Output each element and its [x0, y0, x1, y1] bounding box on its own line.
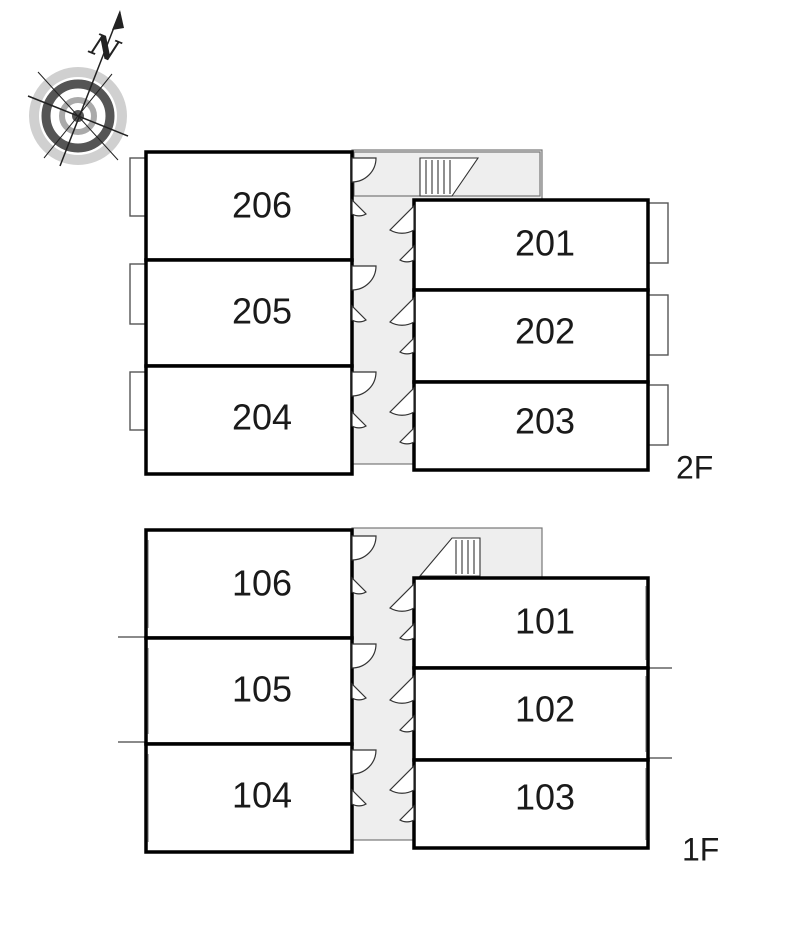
unit-205: 205: [144, 258, 354, 368]
balcony: [647, 202, 669, 264]
unit-number: 101: [515, 601, 575, 642]
balcony: [647, 294, 669, 356]
unit-number: 204: [232, 397, 292, 438]
door-icon: [389, 582, 415, 823]
unit-103: 103: [412, 758, 650, 850]
unit-104: 104: [144, 742, 354, 854]
unit-105: 105: [144, 636, 354, 746]
stairs-1f: [418, 537, 481, 577]
unit-202: 202: [412, 288, 650, 384]
floor-label-2f: 2F: [676, 449, 713, 485]
unit-number: 206: [232, 185, 292, 226]
floor-1f: 106 105 104 101 102 103: [118, 527, 719, 867]
balcony: [647, 384, 669, 446]
balcony: [129, 157, 147, 217]
unit-106: 106: [144, 528, 354, 640]
unit-201: 201: [412, 198, 650, 292]
unit-number: 202: [515, 311, 575, 352]
unit-number: 102: [515, 689, 575, 730]
unit-number: 105: [232, 669, 292, 710]
door-icon: [351, 157, 377, 429]
unit-102: 102: [412, 666, 650, 762]
floor-2f: 206 205 204 201 202 203: [129, 149, 713, 485]
door-icon: [389, 204, 415, 445]
balcony: [129, 263, 147, 325]
unit-number: 205: [232, 291, 292, 332]
north-compass-icon: N: [27, 10, 129, 167]
unit-number: 203: [515, 401, 575, 442]
unit-206: 206: [144, 150, 354, 262]
unit-204: 204: [144, 364, 354, 476]
floor-label-1f: 1F: [682, 831, 719, 867]
door-icon: [351, 535, 377, 807]
unit-number: 104: [232, 775, 292, 816]
compass-north-label: N: [84, 27, 125, 71]
unit-203: 203: [412, 380, 650, 472]
stairs-2f: [419, 157, 480, 197]
balcony: [129, 371, 147, 431]
unit-101: 101: [412, 576, 650, 670]
unit-number: 201: [515, 223, 575, 264]
unit-number: 103: [515, 777, 575, 818]
unit-number: 106: [232, 563, 292, 604]
